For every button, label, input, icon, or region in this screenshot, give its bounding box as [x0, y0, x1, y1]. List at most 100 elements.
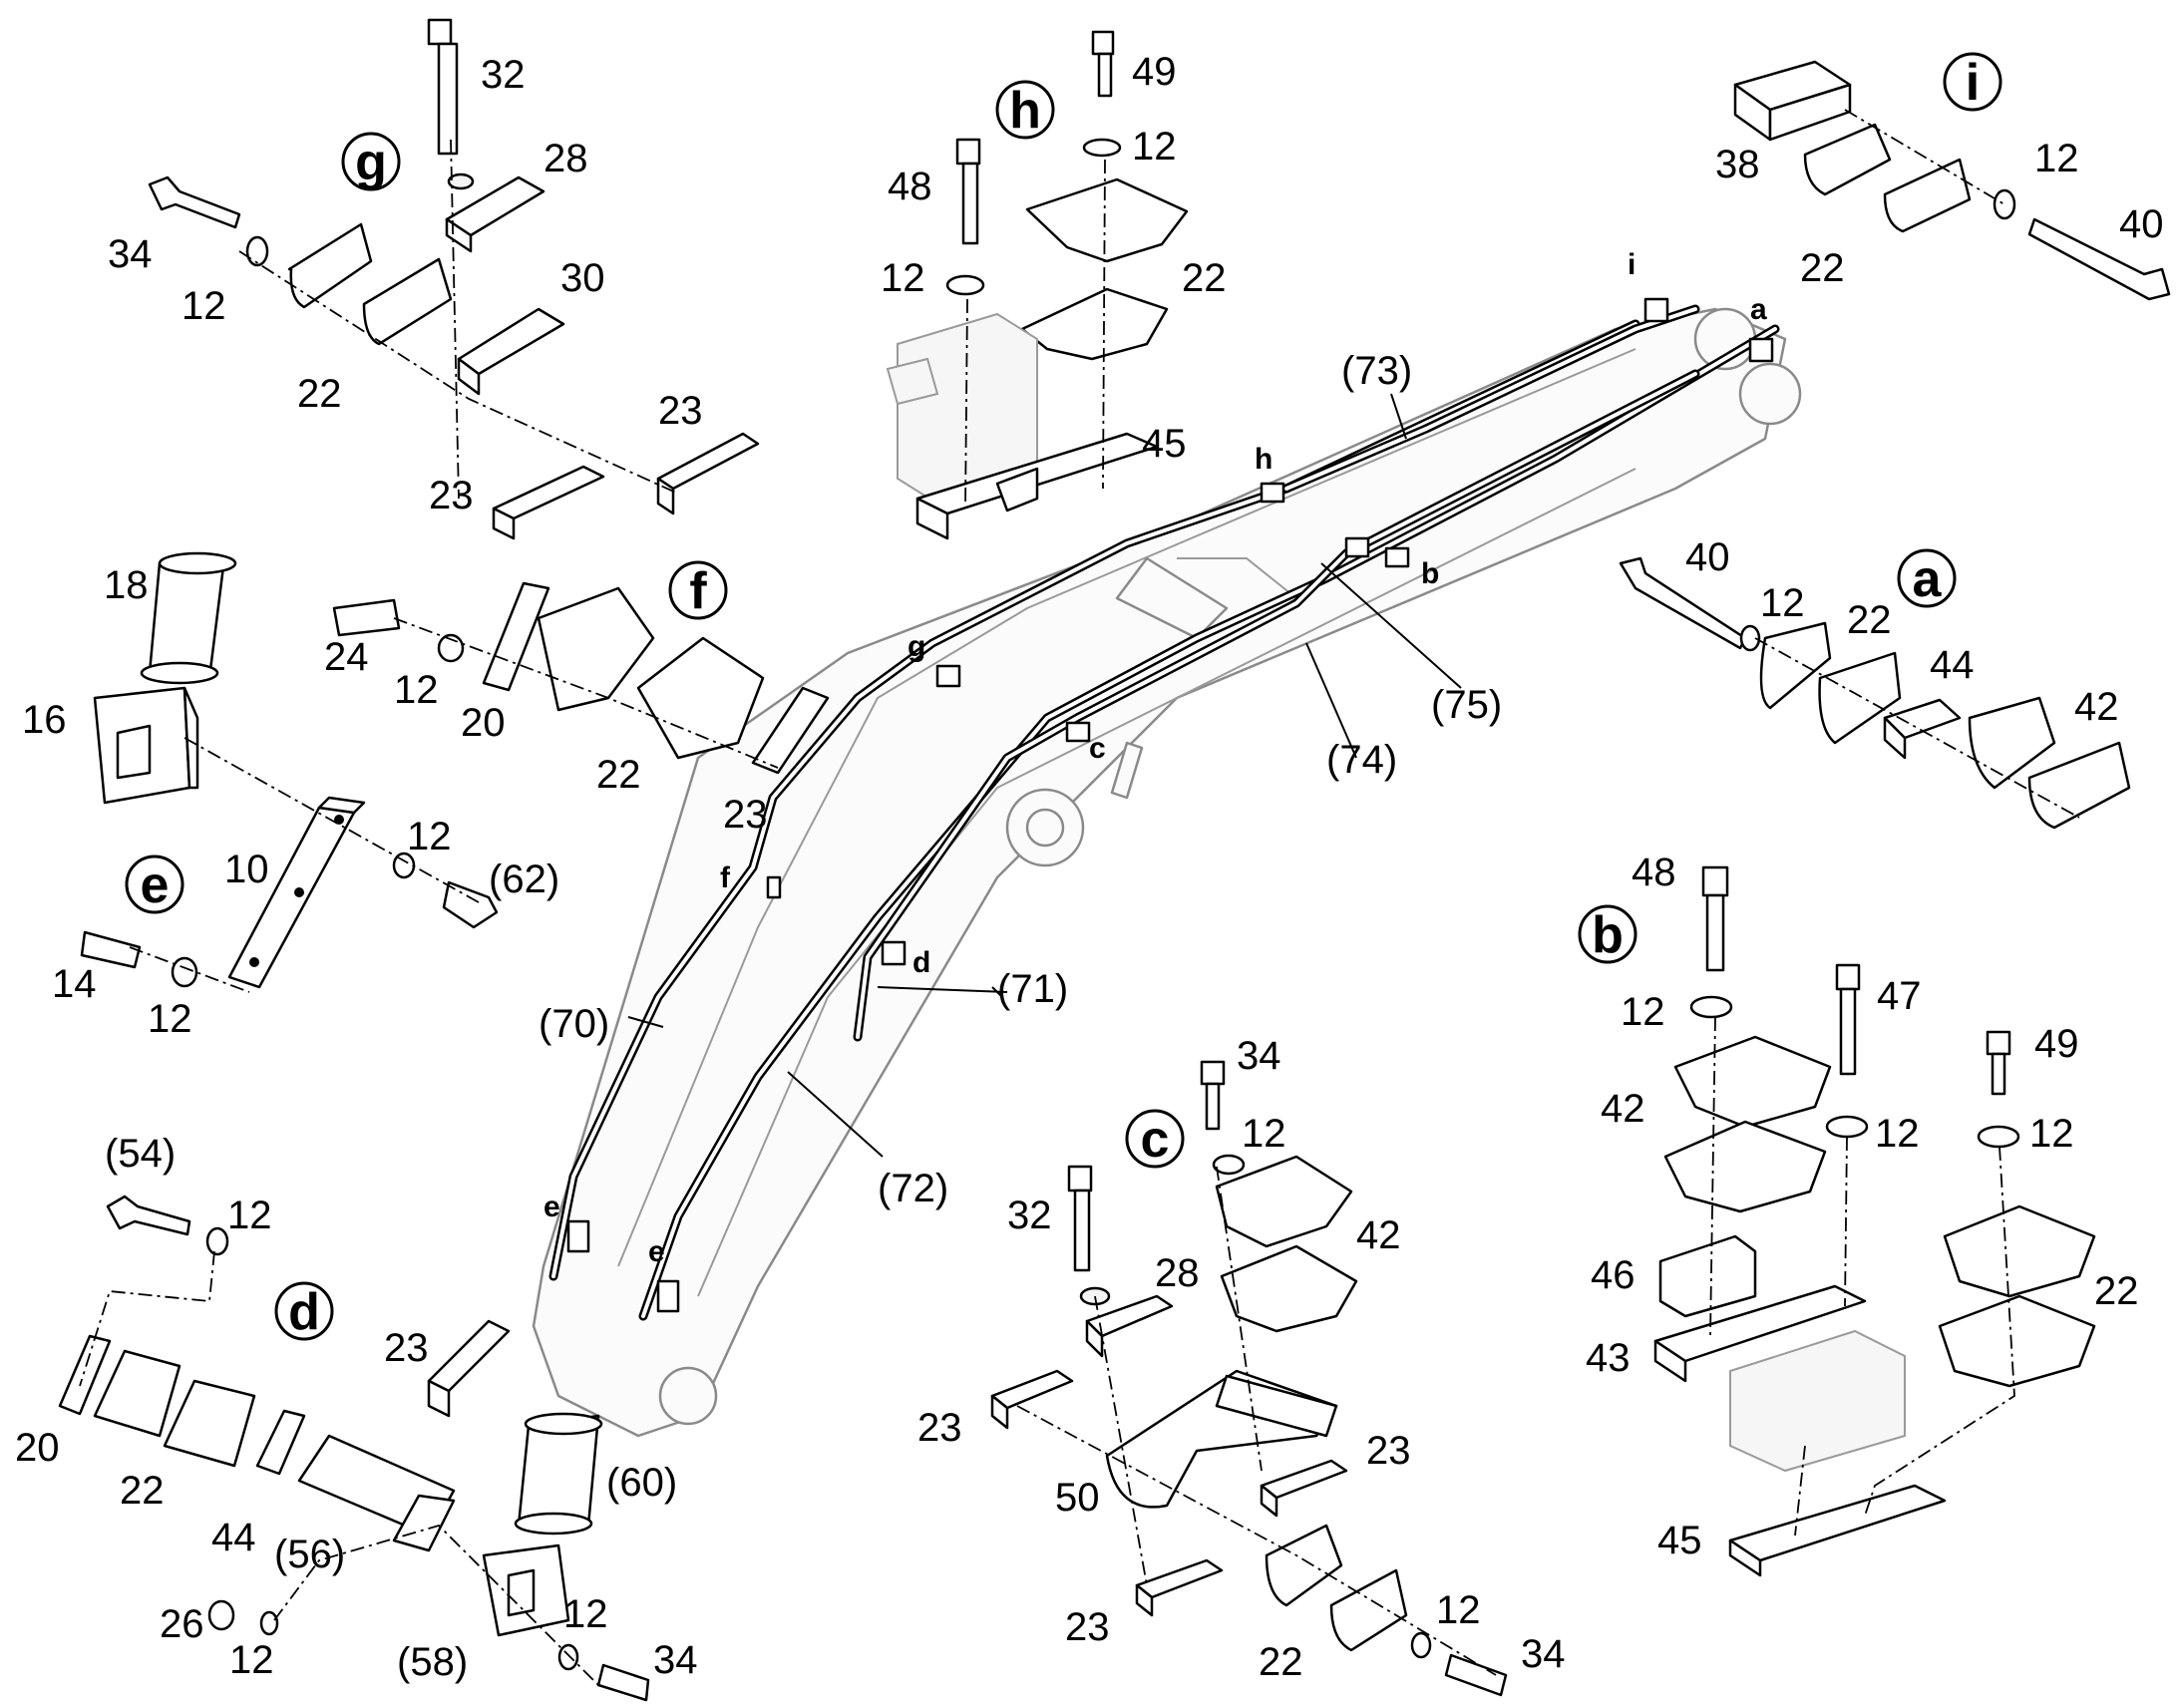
label-f-20: 20	[461, 701, 506, 745]
label-hose-71: (71)	[997, 967, 1068, 1011]
group-h: h	[886, 30, 1189, 540]
group-c-badge	[1125, 1109, 1185, 1169]
label-a-22: 22	[1847, 598, 1892, 642]
svg-text:a: a	[1913, 550, 1943, 608]
label-hose-75: (75)	[1431, 683, 1502, 727]
label-f-22: 22	[596, 753, 641, 797]
svg-text:d: d	[288, 1283, 320, 1341]
tag-i: i	[1628, 248, 1635, 281]
group-d-badge	[274, 1281, 334, 1341]
label-d-22: 22	[120, 1469, 165, 1513]
label-d-60: (60)	[606, 1461, 677, 1505]
label-hose-74: (74)	[1326, 738, 1397, 782]
label-b-12-right: 12	[2029, 1112, 2074, 1156]
label-h-49: 49	[1132, 50, 1177, 94]
label-c-23-left: 23	[917, 1406, 962, 1450]
label-c-34-top: 34	[1237, 1034, 1281, 1078]
label-a-42: 42	[2074, 685, 2119, 729]
group-g-badge	[341, 132, 401, 191]
label-b-12-left: 12	[1621, 990, 1665, 1034]
hose-leaders	[627, 393, 1462, 1158]
label-c-12-bottom: 12	[1436, 1588, 1481, 1632]
label-c-42: 42	[1356, 1213, 1401, 1257]
label-g-23-right: 23	[658, 389, 703, 433]
tag-e-right: e	[648, 1235, 665, 1268]
label-i-22: 22	[1800, 246, 1845, 290]
tag-e-left: e	[544, 1191, 560, 1223]
label-h-45: 45	[1142, 422, 1187, 466]
label-c-32: 32	[1007, 1194, 1052, 1237]
label-g-32: 32	[481, 53, 526, 97]
label-d-54: (54)	[105, 1132, 176, 1176]
svg-text:h: h	[1009, 82, 1041, 140]
label-i-12: 12	[2034, 137, 2079, 180]
tag-f: f	[720, 861, 731, 894]
label-b-42: 42	[1601, 1087, 1645, 1131]
group-e: e	[80, 551, 499, 993]
label-a-40: 40	[1685, 535, 1730, 579]
label-e-14: 14	[52, 962, 97, 1006]
label-f-23: 23	[723, 793, 768, 837]
tag-b: b	[1421, 557, 1439, 590]
label-d-23: 23	[384, 1326, 429, 1370]
tag-g: g	[908, 630, 925, 663]
label-d-26: 26	[160, 1602, 204, 1646]
label-d-58: (58)	[397, 1640, 468, 1684]
group-d: d	[58, 1195, 650, 1702]
label-h-12-right: 12	[1132, 125, 1177, 169]
group-b-badge	[1578, 904, 1637, 964]
group-i-badge	[1943, 52, 2002, 112]
label-e-12-left: 12	[148, 997, 192, 1041]
svg-text:g: g	[355, 134, 387, 191]
label-c-12-top: 12	[1242, 1112, 1286, 1156]
label-b-49: 49	[2034, 1022, 2079, 1066]
label-c-34-bottom: 34	[1521, 1632, 1566, 1676]
label-c-28: 28	[1155, 1251, 1200, 1295]
tag-h: h	[1255, 443, 1272, 476]
label-c-50: 50	[1055, 1476, 1100, 1520]
label-d-34: 34	[653, 1638, 698, 1682]
svg-text:b: b	[1592, 906, 1624, 964]
label-i-40: 40	[2119, 202, 2164, 246]
label-c-23-bottom: 23	[1065, 1605, 1110, 1649]
group-f-badge	[668, 560, 728, 620]
label-e-12-right: 12	[407, 815, 452, 858]
group-h-badge	[995, 80, 1055, 140]
label-c-23-right: 23	[1366, 1429, 1411, 1473]
label-g-34: 34	[108, 232, 153, 276]
label-h-12-left: 12	[881, 256, 925, 300]
label-d-44: 44	[211, 1516, 256, 1559]
tag-c: c	[1089, 732, 1106, 765]
group-b: b	[1578, 865, 2096, 1577]
tag-d: d	[912, 946, 930, 979]
label-f-24: 24	[324, 635, 369, 679]
group-f: f	[332, 560, 830, 775]
label-b-12-mid: 12	[1875, 1112, 1920, 1156]
group-i: i	[1733, 52, 2171, 301]
label-a-12: 12	[1760, 581, 1805, 625]
group-a-badge	[1897, 548, 1957, 608]
label-b-22: 22	[2094, 1269, 2139, 1313]
svg-text:i: i	[1966, 54, 1980, 112]
label-g-22: 22	[297, 372, 342, 416]
label-b-43: 43	[1586, 1336, 1631, 1380]
tag-a: a	[1750, 293, 1767, 326]
label-e-10: 10	[224, 848, 269, 891]
svg-text:c: c	[1141, 1111, 1170, 1169]
svg-text:f: f	[689, 562, 707, 620]
group-a: a	[1619, 548, 2131, 830]
group-g: g	[148, 18, 760, 540]
label-g-30: 30	[560, 256, 605, 300]
label-a-44: 44	[1930, 643, 1975, 687]
group-c: c	[990, 1060, 1508, 1697]
label-i-38: 38	[1715, 143, 1760, 186]
label-d-12-bottom: 12	[229, 1638, 274, 1682]
label-g-28: 28	[544, 137, 588, 180]
label-g-23-left: 23	[429, 474, 474, 517]
label-hose-72: (72)	[878, 1167, 948, 1210]
group-e-badge	[125, 854, 184, 914]
label-c-22: 22	[1259, 1640, 1303, 1684]
label-d-12-right: 12	[563, 1592, 608, 1636]
label-g-12: 12	[182, 284, 226, 328]
